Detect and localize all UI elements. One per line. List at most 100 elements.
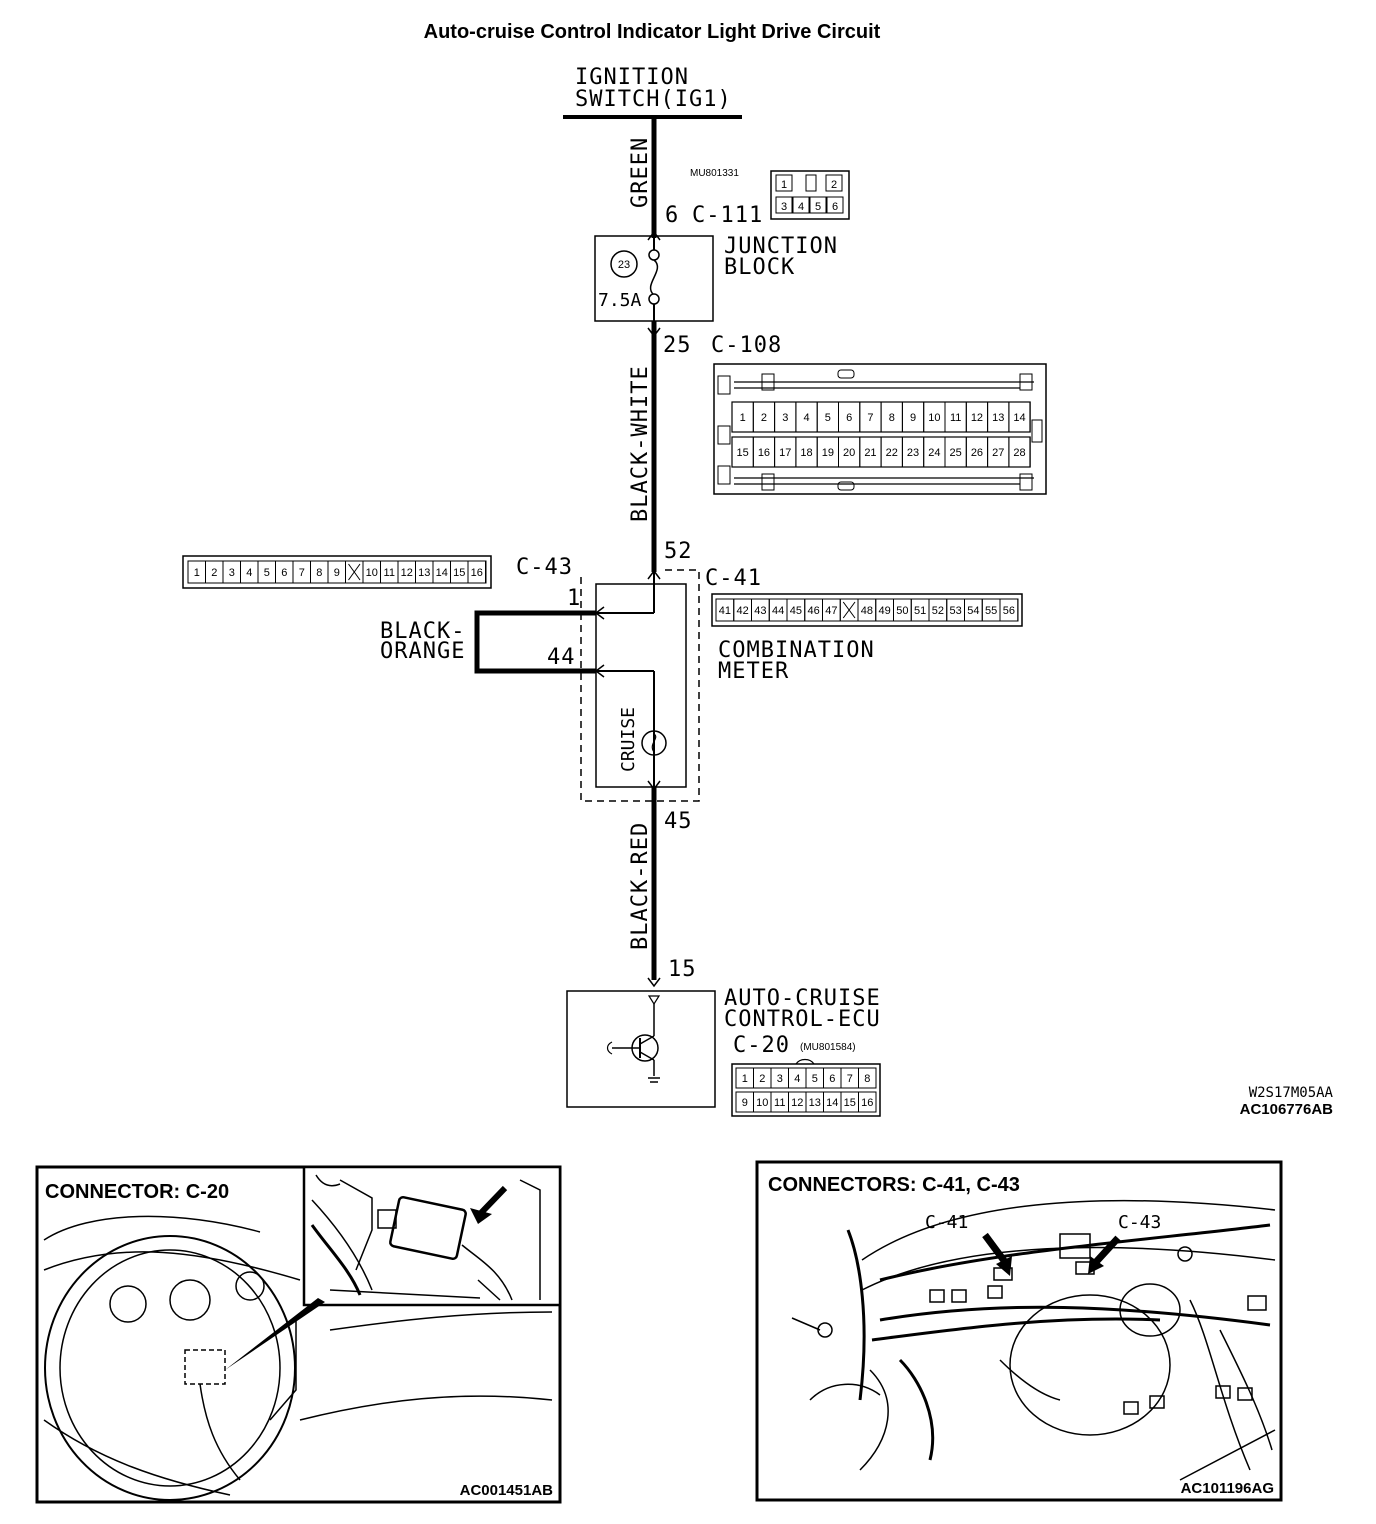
c41-pin-label: 43 (754, 605, 766, 617)
c43-pin-label: 9 (334, 567, 340, 579)
c41-pin-label: 45 (790, 605, 802, 617)
c108-pin-label: 22 (886, 447, 898, 459)
c108-pin-label: 12 (971, 412, 983, 424)
panel-c20-header: CONNECTOR: C-20 (45, 1181, 229, 1203)
figure-code-2: AC106776AB (1240, 1101, 1334, 1118)
c41-pin-label: 51 (914, 605, 926, 617)
wire-label-green: GREEN (628, 137, 653, 208)
c108-cell (1008, 436, 1031, 468)
c41-pin-label: 42 (737, 605, 749, 617)
c20-pin-label: 10 (756, 1097, 768, 1109)
c43-pin-label: 3 (229, 567, 235, 579)
c108-pin-label: 1 (740, 412, 746, 424)
figure-code-1: W2S17M05AA (1249, 1085, 1334, 1101)
c108-pin-label: 21 (864, 447, 876, 459)
c41-pin-label: 44 (772, 605, 784, 617)
c108-pin-label: 11 (950, 412, 961, 424)
junction-block: 23 7.5A JUNCTION BLOCK (594, 234, 837, 322)
svg-text:5: 5 (815, 201, 821, 213)
panel-connectors-c41-c43: CONNECTORS: C-41, C-43 C-41 C-43 (755, 1160, 1283, 1502)
c20-pin-label: 3 (777, 1073, 783, 1085)
c20-pin-label: 14 (826, 1097, 838, 1109)
c41-pin-label: 55 (985, 605, 997, 617)
ecu-part-number: (MU801584) (800, 1042, 856, 1053)
c108-pin-label: 6 (846, 412, 852, 424)
c108-pin-label: 13 (992, 412, 1004, 424)
c108-pin-label: 4 (803, 412, 809, 424)
c43-pin-label: 15 (453, 567, 465, 579)
ignition-label-line2: SWITCH(IG1) (575, 87, 732, 112)
c108-pin-label: 19 (822, 447, 834, 459)
wire-label-black-orange-line2: ORANGE (380, 639, 465, 664)
c41-pin-label: 47 (825, 605, 837, 617)
fuse-rating: 7.5A (598, 290, 642, 311)
junction-out-pin: 25 (663, 333, 692, 358)
c43-pin-label: 14 (436, 567, 448, 579)
svg-text:2: 2 (831, 179, 837, 191)
c108-pin-label: 3 (782, 412, 788, 424)
c108-cell (1008, 401, 1031, 433)
diagram-title: Auto-cruise Control Indicator Light Driv… (424, 21, 881, 43)
ecu-connector-label: C-20 (733, 1033, 790, 1058)
wire-label-black-white: BLACK-WHITE (628, 365, 653, 522)
ecu-label-line2: CONTROL-ECU (724, 1007, 881, 1032)
c108-pin-label: 5 (825, 412, 831, 424)
c20-pin-label: 2 (759, 1073, 765, 1085)
c20-pin-label: 7 (847, 1073, 853, 1085)
c43-pin-label: 4 (246, 567, 252, 579)
meter-label-line2: METER (718, 659, 789, 684)
auto-cruise-control-ecu: AUTO-CRUISE CONTROL-ECU C-20 (MU801584) (566, 986, 881, 1108)
meter-label-line1: COMBINATION (718, 638, 875, 663)
c108-pin-label: 2 (761, 412, 767, 424)
c41-pin-label: 54 (967, 605, 979, 617)
c20-pin-label: 11 (774, 1097, 785, 1109)
c108-pin-label: 17 (779, 447, 791, 459)
c20-cell (858, 1091, 877, 1113)
c43-pin-label: 6 (281, 567, 287, 579)
c108-pin-label: 18 (800, 447, 812, 459)
meter-pin-44: 44 (547, 645, 576, 670)
c108-pin-label: 26 (971, 447, 983, 459)
c43-pin-label: 10 (366, 567, 378, 579)
svg-text:6: 6 (832, 201, 838, 213)
panel-label-c43: C-43 (1118, 1212, 1161, 1233)
arrow-ecu (647, 977, 661, 988)
junction-in-pin: 6 (665, 203, 679, 228)
c41-pin-label: 52 (932, 605, 944, 617)
c20-pin-label: 1 (742, 1073, 748, 1085)
c108-pin-label: 15 (737, 447, 749, 459)
meter-pin-45: 45 (664, 809, 693, 834)
ecu-label-line1: AUTO-CRUISE (724, 986, 881, 1011)
c41-pin-label: 50 (896, 605, 908, 617)
svg-text:3: 3 (781, 201, 787, 213)
c20-pin-label: 4 (794, 1073, 800, 1085)
c20-pin-label: 13 (809, 1097, 821, 1109)
fuse-number: 23 (618, 259, 630, 271)
panel-c41-c43-header: CONNECTORS: C-41, C-43 (768, 1174, 1020, 1196)
cruise-lamp-label: CRUISE (618, 707, 639, 772)
c20-pin-label: 5 (812, 1073, 818, 1085)
c43-pin-label: 1 (194, 567, 200, 579)
c43-pin-label: 5 (264, 567, 270, 579)
c108-pin-label: 8 (889, 412, 895, 424)
c20-pin-label: 15 (844, 1097, 856, 1109)
c43-pin-label: 13 (418, 567, 430, 579)
wire-label-black-orange-line1: BLACK- (380, 619, 465, 644)
c43-pin-label: 12 (401, 567, 413, 579)
c108-pin-label: 20 (843, 447, 855, 459)
c108-pin-label: 24 (928, 447, 940, 459)
c41-pin-label: 56 (1003, 605, 1015, 617)
junction-in-connector: C-111 (692, 203, 763, 228)
meter-pin-52: 52 (664, 539, 693, 564)
c20-pin-label: 12 (791, 1097, 803, 1109)
c43-pin-label: 8 (316, 567, 322, 579)
svg-text:1: 1 (781, 179, 787, 191)
c41-pin-label: 46 (808, 605, 820, 617)
c43-pin-label: 2 (211, 567, 217, 579)
meter-connector-c43-label: C-43 (516, 555, 573, 580)
